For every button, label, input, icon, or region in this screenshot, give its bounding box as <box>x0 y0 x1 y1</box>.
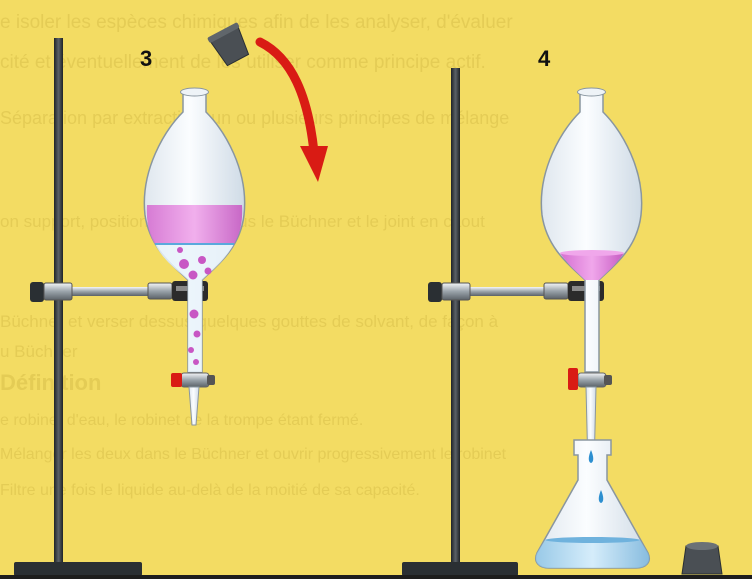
funnel-neck-rim <box>578 88 606 96</box>
funnel-stem <box>189 387 199 425</box>
aqueous-layer <box>155 244 234 372</box>
stopcock-handle <box>171 373 182 387</box>
stand-rod <box>451 68 460 568</box>
clamp-knob <box>428 282 442 302</box>
bench-top <box>0 575 752 579</box>
step-number-4: 4 <box>538 46 550 72</box>
organic-layer <box>147 205 242 244</box>
stopcock-end <box>604 375 612 385</box>
boss-head <box>442 283 470 300</box>
separatory-funnel-4 <box>541 88 641 470</box>
boss-head <box>44 283 72 300</box>
stand-base <box>402 562 518 576</box>
stopper-removed <box>207 22 253 68</box>
solvent-surface <box>546 537 640 543</box>
stand-base <box>14 562 142 576</box>
clamp-jaw <box>544 283 568 299</box>
stopcock-handle <box>568 368 578 390</box>
removal-arrow <box>260 42 314 152</box>
step-number-3: 3 <box>140 46 152 72</box>
collected-solvent <box>536 540 650 568</box>
stopper-on-table <box>682 542 722 574</box>
organic-surface <box>560 250 624 256</box>
separatory-funnel-3 <box>144 88 244 425</box>
stopcock-barrel <box>181 373 209 387</box>
stopcock-barrel <box>578 373 606 387</box>
funnel-body <box>541 92 641 372</box>
clamp-jaw <box>148 283 172 299</box>
erlenmeyer-flask <box>536 440 650 568</box>
funnel-neck-rim <box>181 88 209 96</box>
stopcock-end <box>207 375 215 385</box>
clamp-knob <box>30 282 44 302</box>
arrowhead <box>300 146 328 182</box>
stand-rod <box>54 38 63 568</box>
